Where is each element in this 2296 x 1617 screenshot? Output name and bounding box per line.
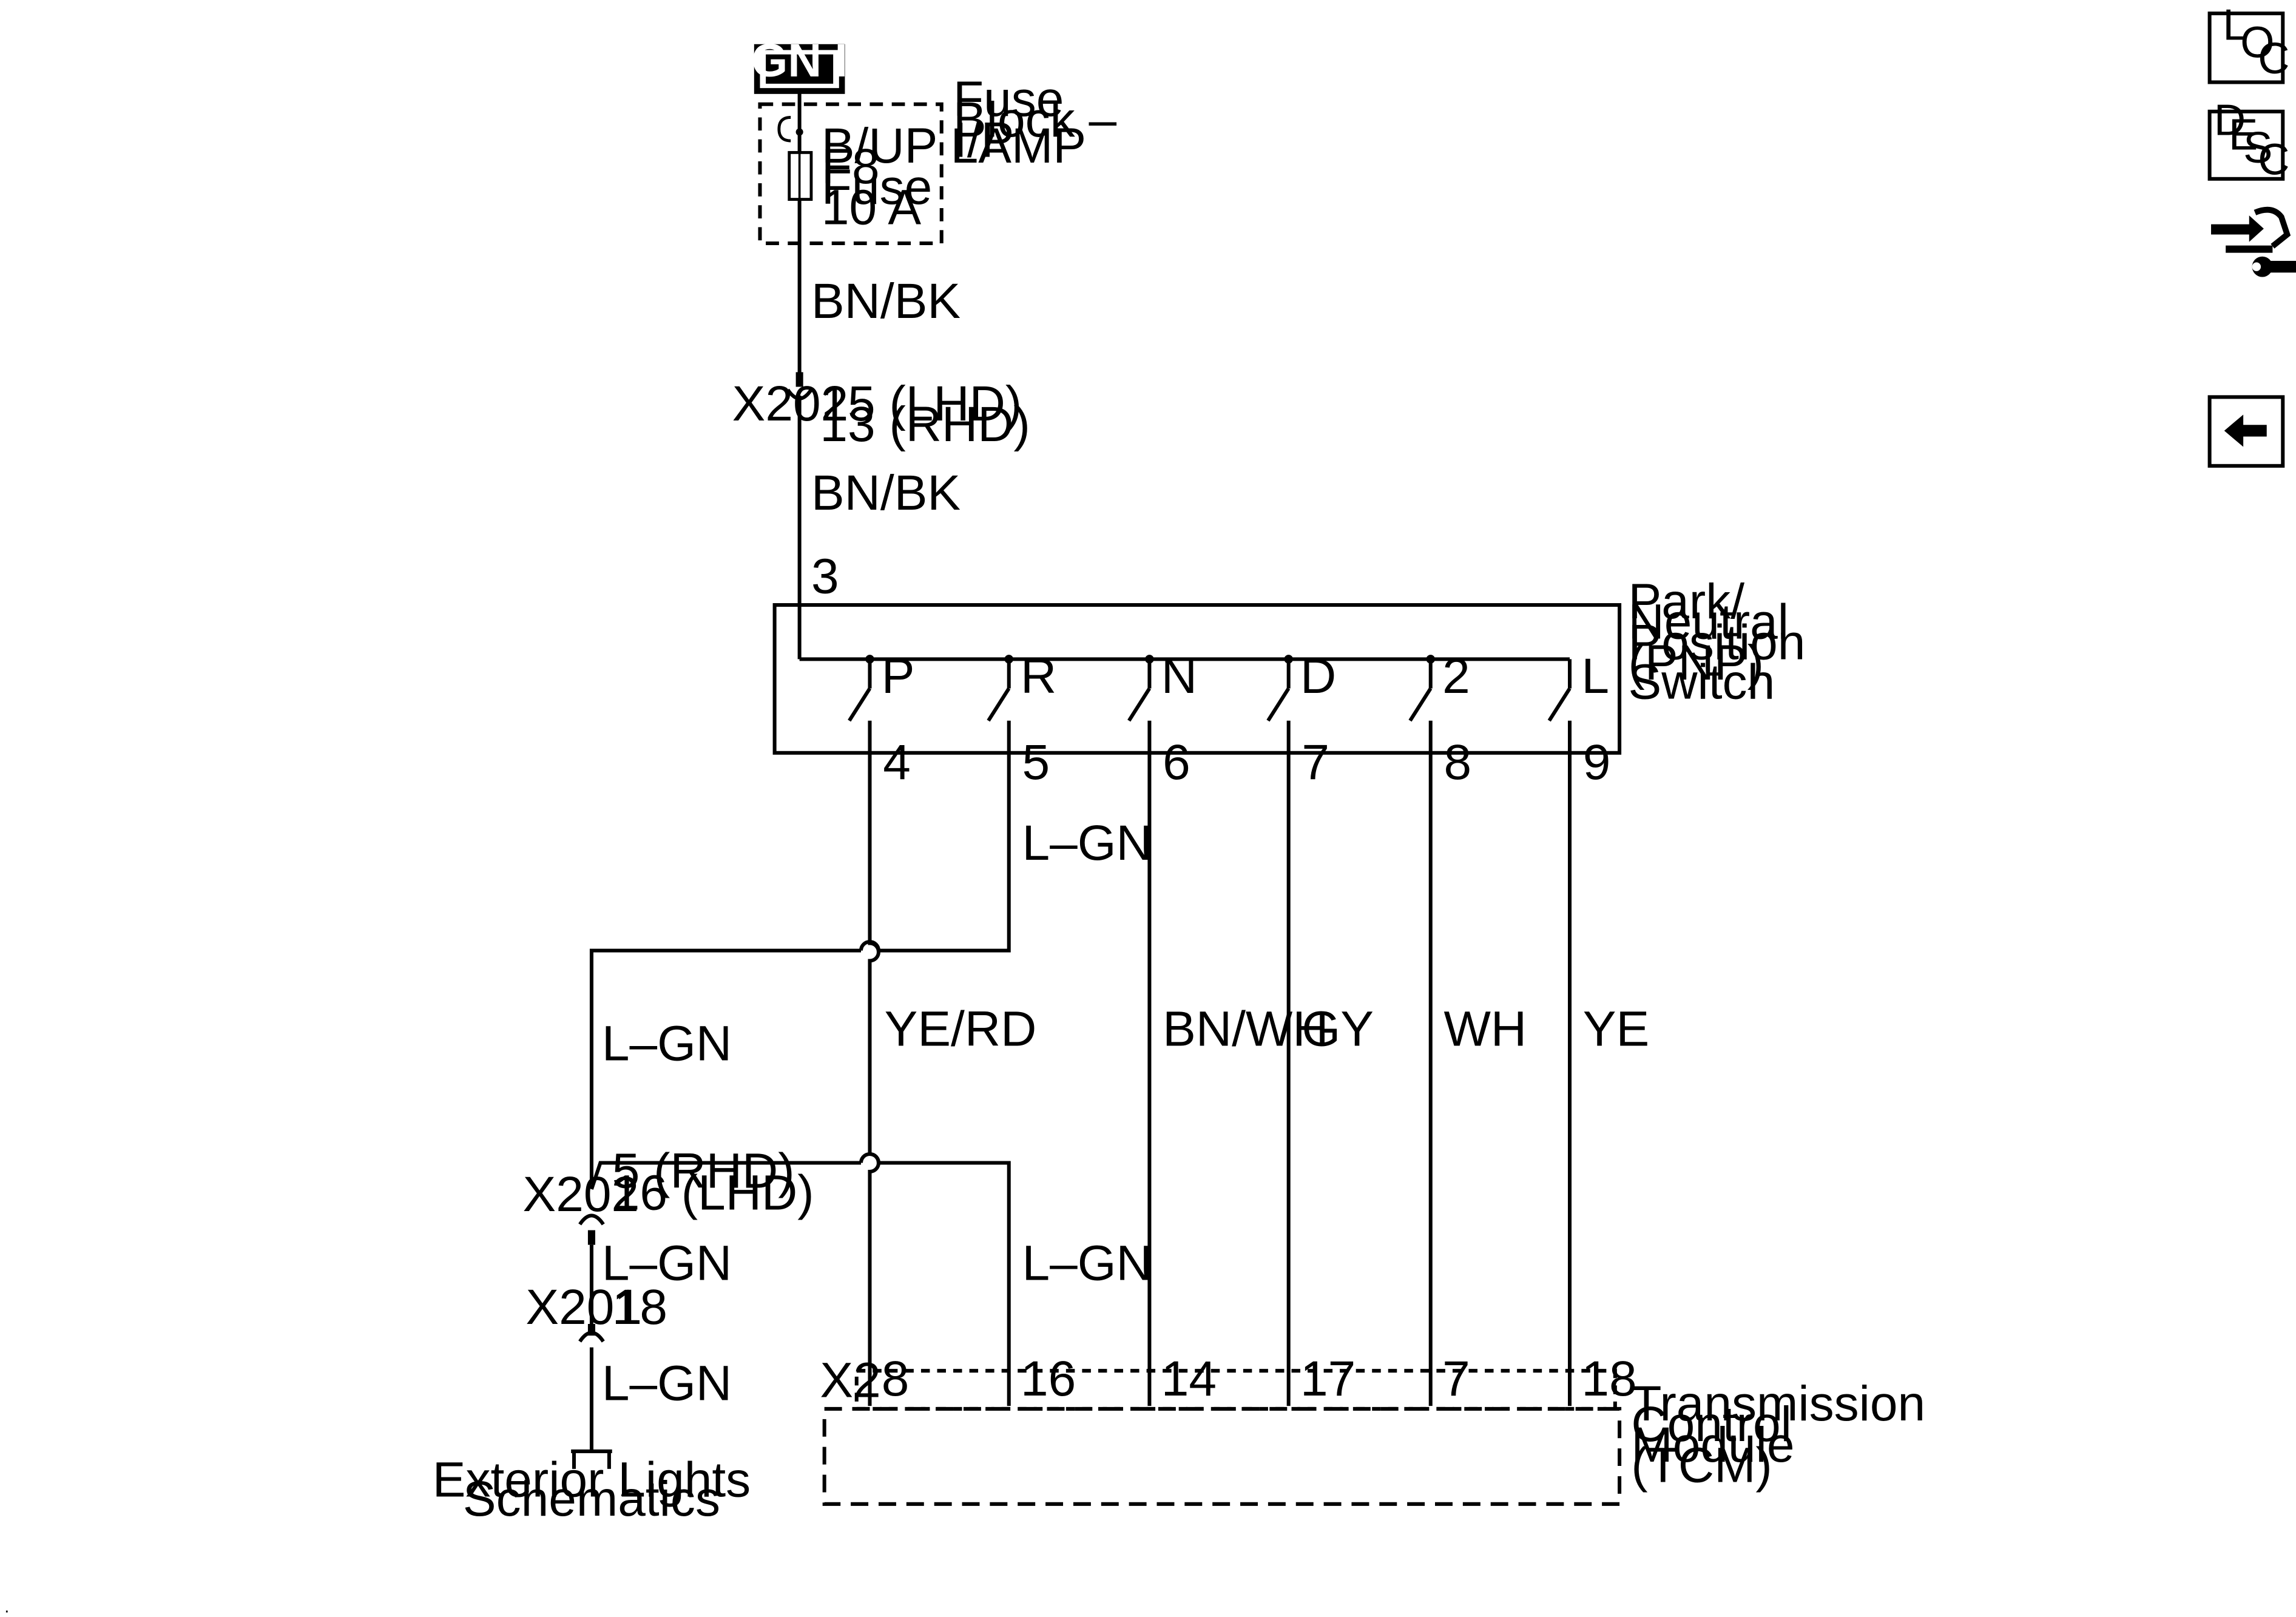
switch-contacts: P R N D 2 L — [848, 649, 1609, 753]
switch-contact-d: D — [1266, 649, 1336, 753]
fuse-block-title-2: Block – — [953, 92, 1116, 147]
ext-wire-color-mid: L–GN — [602, 1236, 732, 1291]
exterior-lights-branch: L–GN X202 5 (RHD) 16 (LHD) L–GN X201 18 … — [433, 1016, 814, 1527]
loc-letter-o: O — [2240, 18, 2274, 67]
switch-contact-p: P — [848, 649, 915, 753]
x202-bottom-pin-lhd: 16 (LHD) — [612, 1166, 814, 1221]
feed-wire: BN/BK BN/BK X202 15 (LHD) 13 (RHD) 3 — [732, 243, 1570, 661]
x201-name: X201 — [525, 1280, 642, 1335]
desc-letter-c: C — [2258, 135, 2289, 184]
switch-label-r: R — [1021, 649, 1056, 704]
pnp-out-pin-7: 7 — [1302, 735, 1329, 790]
switch-contact-2: 2 — [1408, 649, 1470, 753]
connector-repair-icon[interactable] — [2211, 206, 2296, 277]
back-button[interactable] — [2207, 395, 2285, 468]
exterior-lights-line-2: Schematics — [463, 1471, 720, 1527]
ext-wire-color-low: L–GN — [602, 1355, 732, 1411]
ign-ii-label: IGN II — [738, 35, 861, 87]
tcm-title-1: Transmission — [1631, 1376, 1925, 1431]
loc-letter-c: C — [2258, 34, 2289, 83]
loc-letter-l: L — [2223, 1, 2247, 50]
switch-label-l: L — [1581, 649, 1609, 704]
ign-ii-source: IGN II — [738, 35, 861, 94]
switch-contact-l: L — [1547, 649, 1609, 753]
switch-label-n: N — [1161, 649, 1197, 704]
tcm-pin-8: 8 — [882, 1351, 910, 1406]
fuse-block-title-1: Fuse — [953, 72, 1064, 127]
tcm-title-2: Control — [1631, 1397, 1792, 1452]
output-wires: 4 5 6 7 8 9 L–GN YE/RD BN/WH GY WH YE L–… — [589, 735, 1649, 1406]
tcm-pin-14: 14 — [1161, 1351, 1217, 1406]
pnp-out-pin-8: 8 — [1443, 735, 1471, 790]
x2-connector-name: X2 — [820, 1353, 880, 1408]
feed-wire-color-upper: BN/BK — [811, 274, 961, 329]
tcm: X2 8 16 14 17 7 18 Transmission Control … — [820, 1351, 1925, 1506]
pnp-title-5: Switch — [1629, 655, 1775, 710]
switch-label-d: D — [1300, 649, 1336, 704]
wire-p-color: YE/RD — [885, 1001, 1037, 1056]
tcm-pin-17: 17 — [1300, 1351, 1356, 1406]
switch-label-2: 2 — [1442, 649, 1470, 704]
wire-r-color-upper: L–GN — [1022, 815, 1152, 871]
exterior-lights-line-1: Exterior Lights — [433, 1453, 751, 1508]
wire-2-color: WH — [1443, 1001, 1527, 1056]
x202-bottom-pin-rhd: 5 (RHD) — [612, 1144, 795, 1199]
pnp-out-pin-6: 6 — [1163, 735, 1190, 790]
tcm-title-4: (TCM) — [1631, 1438, 1772, 1493]
wire-l-color: YE — [1583, 1001, 1649, 1056]
fuse-block-title-3: I/P — [953, 113, 1014, 168]
pnp-out-pin-9: 9 — [1583, 735, 1611, 790]
wire-d-color: GY — [1302, 1001, 1374, 1056]
wire-r-lower — [590, 1161, 1011, 1406]
switch-label-p: P — [882, 649, 915, 704]
pnp-title-3: Position — [1629, 615, 1806, 670]
description-button[interactable]: D E S C — [2207, 95, 2290, 184]
fuse-name: B/UP LAMP — [822, 118, 1086, 174]
fuse-rating: 10 A — [822, 180, 922, 235]
pnp-input-pin: 3 — [811, 549, 839, 604]
tcm-title-3: Module — [1631, 1417, 1794, 1473]
wire-p — [868, 752, 880, 1406]
pnp-title-1: Park/ — [1629, 574, 1745, 629]
desc-letter-e: E — [2229, 110, 2258, 160]
x202-top-pin-rhd: 13 (RHD) — [820, 397, 1030, 452]
back-arrow-icon — [2224, 414, 2267, 447]
tcm-pin-16: 16 — [1021, 1351, 1076, 1406]
switch-contact-n: N — [1127, 649, 1197, 753]
wire-r-upper — [589, 752, 1011, 1184]
corner-mark: . — [4, 1597, 9, 1616]
ext-wire-color-left: L–GN — [602, 1016, 732, 1072]
fuse-block: Fuse Block – I/P B/UP LAMP F8 Fuse 10 A — [758, 72, 1116, 245]
wire-r-color-lower: L–GN — [1022, 1236, 1152, 1291]
desc-letter-d: D — [2214, 95, 2246, 144]
desc-letter-s: S — [2243, 123, 2272, 172]
pnp-out-pin-5: 5 — [1022, 735, 1050, 790]
pnp-title-4: (PNP) — [1629, 635, 1764, 690]
pnp-switch: Park/ Neutral Position (PNP) Switch P R N D… — [772, 574, 1806, 755]
feed-wire-color-lower: BN/BK — [811, 465, 961, 521]
x202-top-pin-lhd: 15 (LHD) — [820, 376, 1022, 431]
fuse-id: F8 — [822, 139, 880, 194]
x202-top-name: X202 — [732, 376, 849, 431]
location-button[interactable]: L O C — [2207, 1, 2290, 84]
x201-pin: 18 — [612, 1280, 667, 1335]
x202-bottom-name: X202 — [523, 1167, 640, 1222]
tcm-pin-7: 7 — [1442, 1351, 1470, 1406]
switch-contact-r: R — [987, 649, 1056, 753]
fuse-type: Fuse — [822, 160, 932, 215]
wire-n-color: BN/WH — [1163, 1001, 1328, 1056]
pnp-title-2: Neutral — [1629, 595, 1789, 650]
pnp-out-pin-4: 4 — [883, 735, 911, 790]
tcm-pin-18: 18 — [1581, 1351, 1636, 1406]
